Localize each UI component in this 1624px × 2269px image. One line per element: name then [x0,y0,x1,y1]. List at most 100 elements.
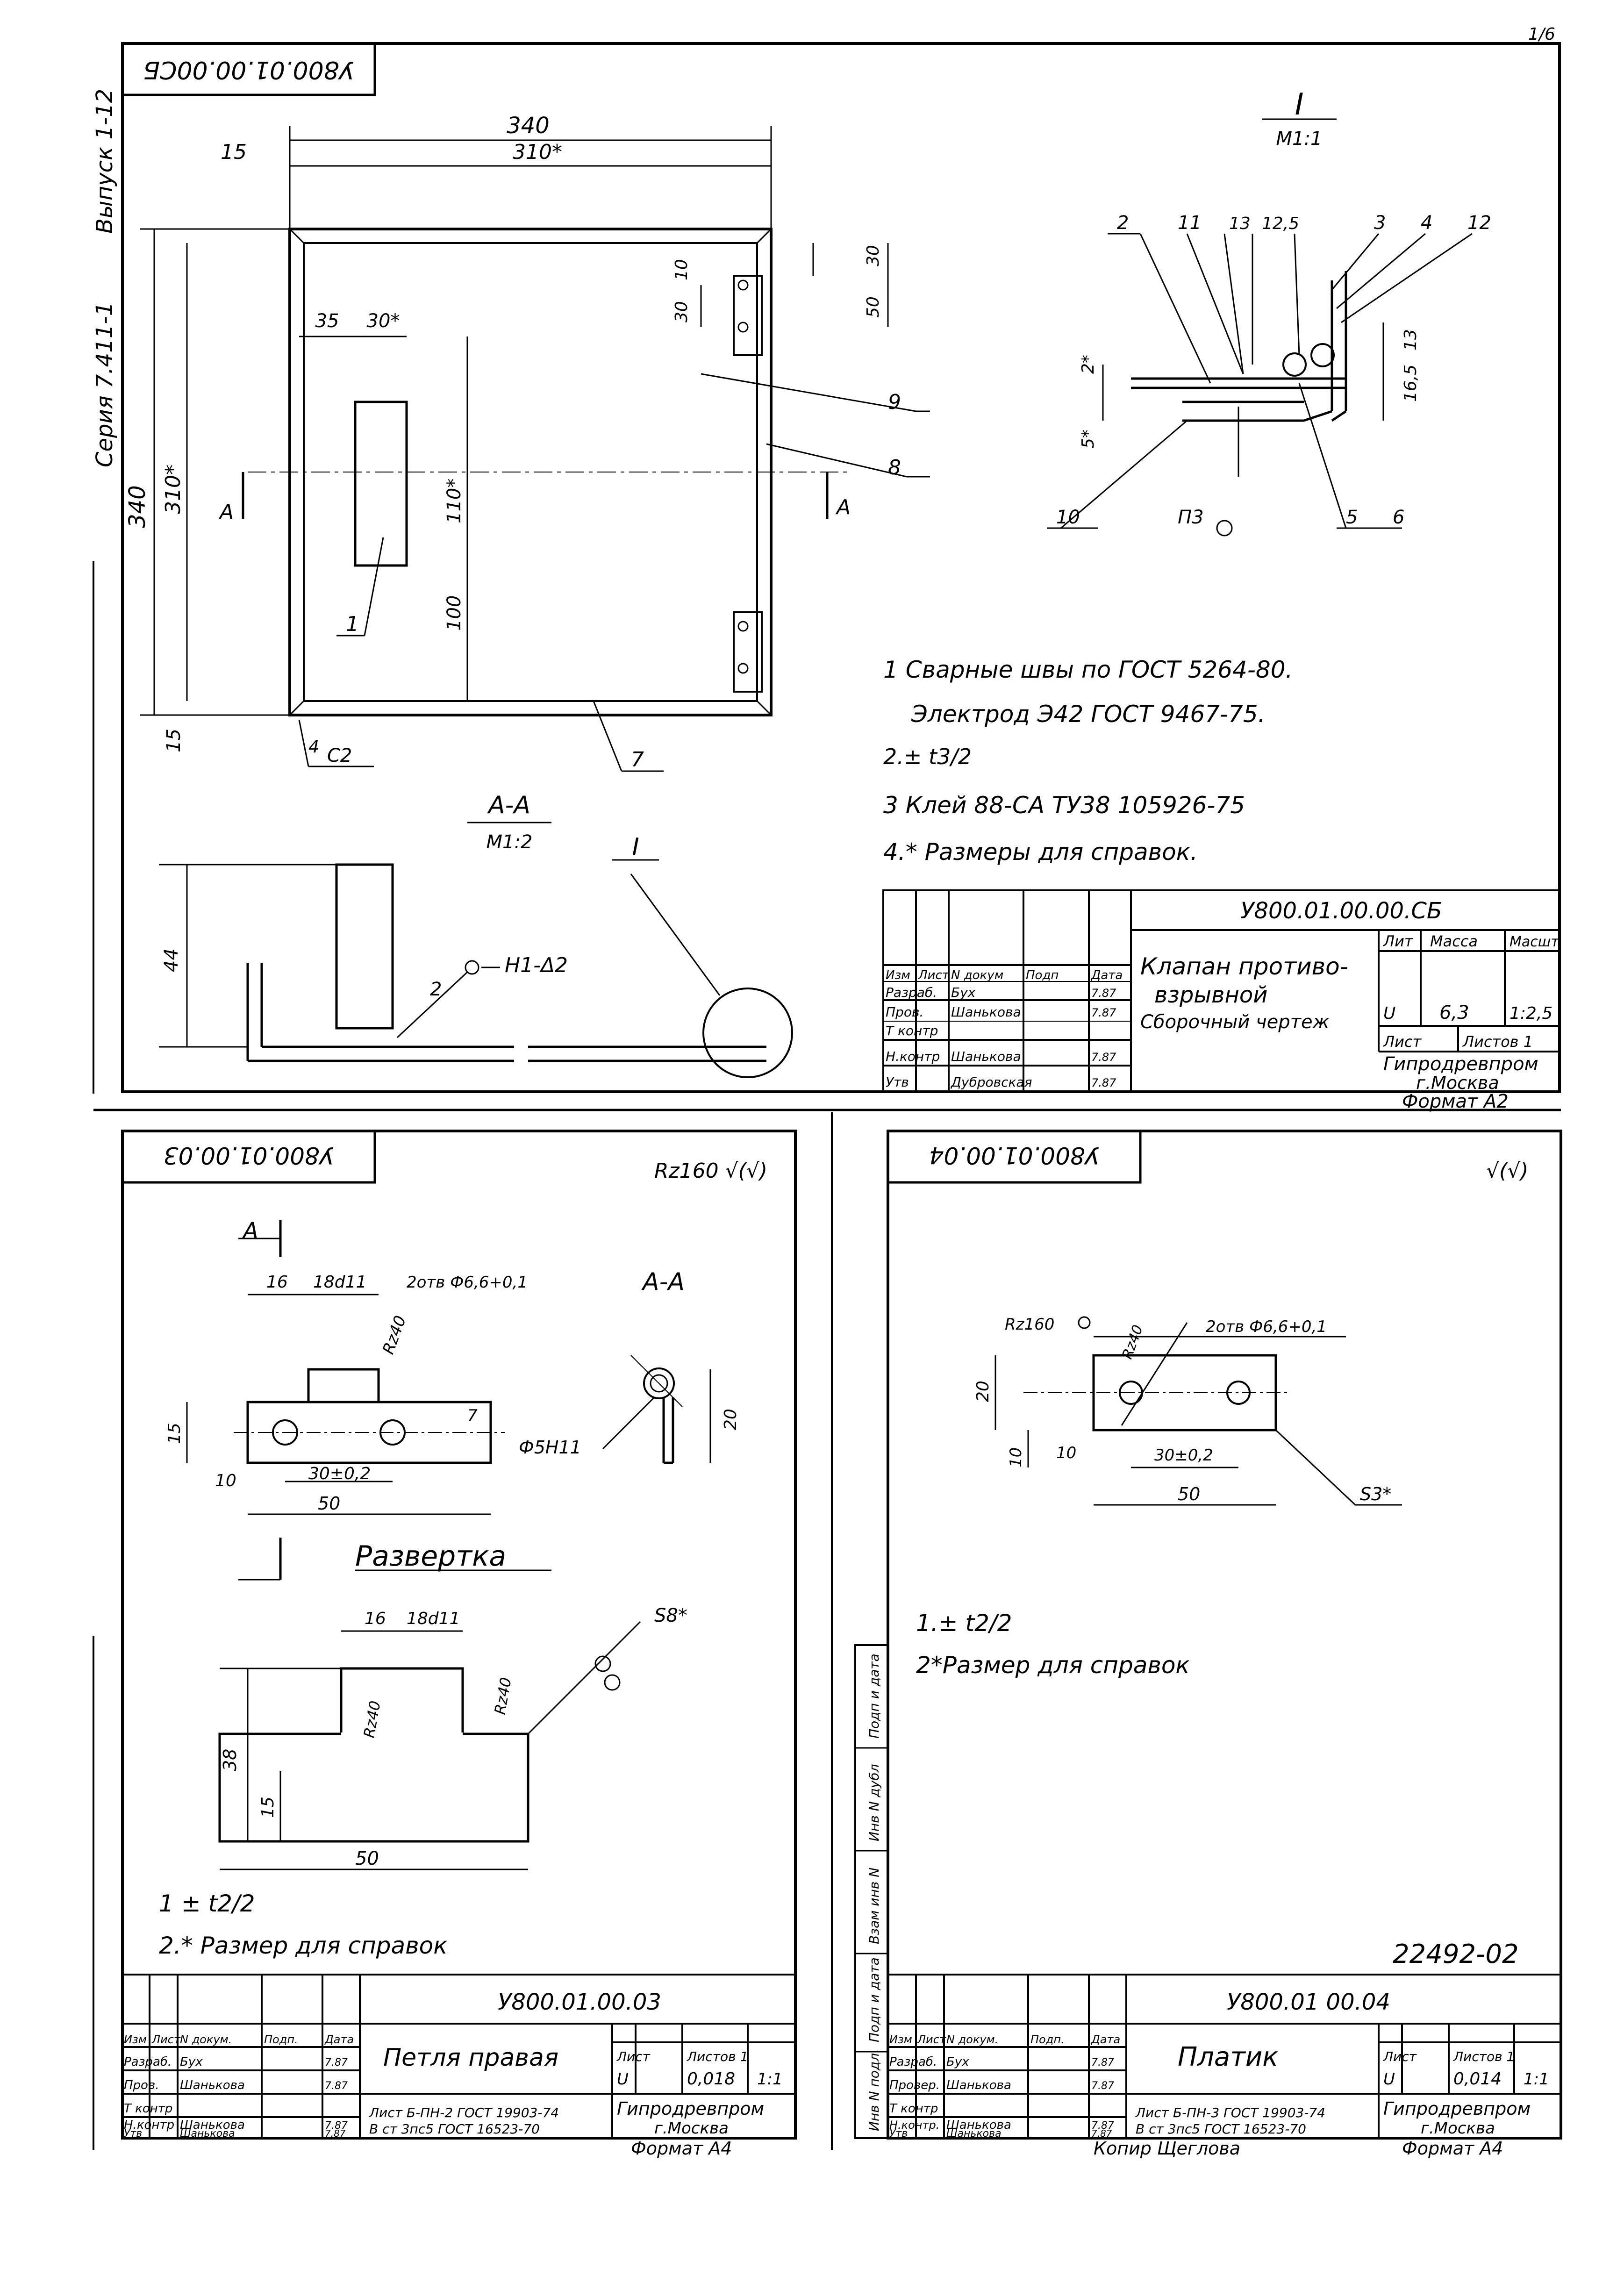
dim-310-left: 310* [161,465,185,514]
s3-dim-10b: 10 [1056,1444,1076,1462]
tb3-role-3: Н.контр. [889,2119,939,2132]
node-dim-13: 13 [1401,329,1420,351]
tb3-sheet-label: Лист [1383,2049,1417,2064]
tb1-lit-label: Лит [1383,932,1414,950]
node-pos-p3: П3 [1178,507,1204,528]
sheet1-stamp-code: У800.01.00.00СБ [143,56,354,84]
tb3-h-1: Лист [917,2033,946,2046]
sheet3-roughness: √(√) [1486,1159,1528,1183]
note-2: 2.± t3/2 [883,744,972,769]
node-ref: I [632,833,639,861]
tb2-date-0: 7.87 [325,2057,348,2069]
tb3-role-4: Утв [889,2128,908,2140]
tb3-name: Платик [1178,2042,1278,2072]
sheet3-stamp-code: У800.01.00.04 [929,1142,1099,1169]
s2dev-dim-16: 16 [365,1609,386,1628]
s2dev-rz40b: Rz40 [491,1676,515,1716]
section-weld: Н1-Δ2 [505,953,568,977]
sheet2-roughness: Rz160 √(√) [654,1159,767,1183]
weld-c2: С2 [327,745,352,766]
node-scale: М1:1 [1276,128,1323,150]
tb1-h-4: Дата [1091,968,1123,982]
tb1-sheet-label: Лист [1383,1033,1422,1051]
tb1-date-0: 7.87 [1091,987,1116,1000]
tb1-h-0: Изм [886,968,910,982]
tb3-lit: U [1383,2070,1395,2089]
s2-dim-10: 10 [215,1471,236,1490]
copied-by: Копир Щеглова [1094,2138,1240,2159]
node-pos-10: 10 [1056,507,1080,528]
section-a-title: А-А [487,791,530,819]
tb3-role-0: Разраб. [889,2055,937,2069]
tb3-material-1: Лист Б-ПН-3 ГОСТ 19903-74 [1135,2105,1325,2120]
frame-assembly [121,42,1561,1093]
tb1-role-2: Т контр [886,1023,938,1038]
tb1-lit: U [1383,1004,1395,1023]
tb2-h-0: Изм [124,2033,147,2046]
tb2-h-1: Лист [151,2033,181,2046]
node-callout-125: 12,5 [1262,214,1299,233]
dim-340-left: 340 [124,485,150,528]
tb2-date-3: 7.87 [325,2120,348,2132]
s2-dim-7: 7 [467,1406,478,1425]
section-pos-2: 2 [430,979,442,1000]
inventory-number: 22492-02 [1393,1939,1519,1969]
pos-8: 8 [888,456,901,480]
tb3-person-4: Шанькова [946,2128,1002,2140]
s2-dim-16: 16 [266,1273,288,1292]
tb1-scale-label: Масшт [1510,934,1560,950]
tb2-org: Гипродревпром [617,2098,764,2119]
sheet2-stamp-code: У800.01.00.03 [164,1142,334,1169]
tb3-person-0: Бух [946,2055,969,2069]
tb1-scale: 1:2,5 [1510,1004,1552,1023]
tb2-person-4: Шанькова [180,2128,235,2140]
node-pos-6: 6 [1393,507,1404,528]
s3-dim-20: 20 [973,1381,993,1402]
tb1-name-3: Сборочный чертеж [1140,1011,1330,1033]
pos-7: 7 [631,748,644,772]
tb2-h-2: N докум. [180,2033,232,2046]
tb2-role-0: Разраб. [124,2055,172,2069]
dim-35: 35 [315,310,339,332]
sheet2-section-title: А-А [641,1268,685,1296]
tb1-person-1: Шанькова [951,1004,1021,1020]
tb2-role-4: Утв [124,2128,142,2140]
node-callout-3: 3 [1374,212,1386,234]
dim-30c: 30 [864,245,883,266]
tb3-date-1: 7.87 [1091,2080,1114,2092]
note-4: 4.* Размеры для справок. [883,838,1198,866]
tb3-h-3: Подп. [1030,2033,1065,2046]
dim-15-left: 15 [163,729,185,752]
tb1-mass-label: Масса [1430,932,1478,950]
tb1-person-0: Бух [951,985,976,1000]
sheet1-format: Формат А2 [1402,1091,1509,1112]
s2dev-s8: S8* [654,1605,687,1626]
note-1: 1 Сварные швы по ГОСТ 5264-80. [883,656,1293,683]
tb2-date-4: 7.87 [325,2128,346,2139]
tb2-mass: 0,018 [687,2069,735,2089]
tb3-org: Гипродревпром [1383,2098,1531,2119]
tb2-scale: 1:1 [757,2070,783,2089]
tb3-person-1: Шанькова [946,2078,1011,2092]
node-callout-2: 2 [1117,212,1129,234]
tb2-lit: U [617,2070,629,2089]
dim-310-top: 310* [513,140,562,164]
tb3-mass: 0,014 [1453,2069,1502,2089]
tb3-city: г.Москва [1421,2119,1495,2138]
tb3-date-4: 7.87 [1091,2128,1112,2139]
s3-dim-10a: 10 [1007,1447,1025,1467]
s2-phi5: Ф5Н11 [519,1437,581,1458]
tb2-material-1: Лист Б-ПН-2 ГОСТ 19903-74 [369,2105,559,2120]
node-callout-12: 12 [1467,212,1491,234]
tb2-sheets-label: Листов 1 [687,2049,748,2064]
tb3-date-0: 7.87 [1091,2057,1114,2069]
s3-rz160: Rz160 [1005,1315,1054,1334]
tb1-name-1: Клапан противо- [1140,953,1348,980]
dim-30a: 30* [367,310,400,332]
pos-1: 1 [346,612,359,636]
tb2-role-1: Пров. [124,2078,159,2092]
tb2-person-0: Бух [180,2055,203,2069]
tb1-role-4: Утв [886,1074,909,1090]
section-dim-44: 44 [161,948,182,972]
